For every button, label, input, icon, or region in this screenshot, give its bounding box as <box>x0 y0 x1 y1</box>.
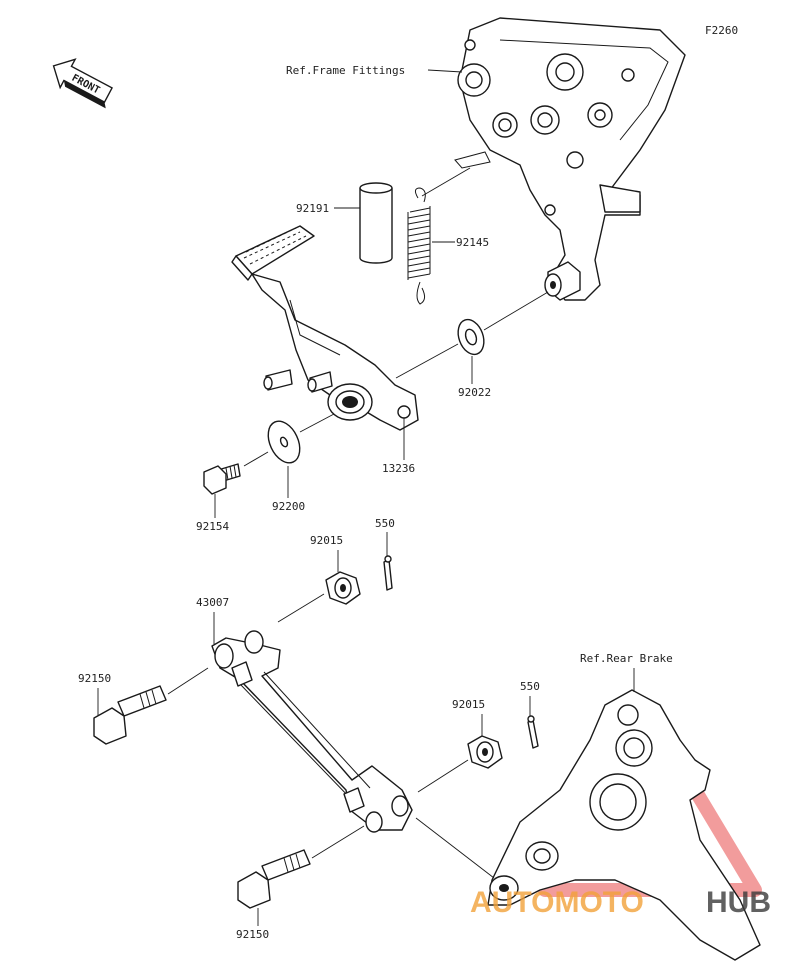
ref-frame-label: Ref.Frame Fittings <box>286 64 405 77</box>
part-92191-sleeve <box>359 182 393 264</box>
part-92015-nut-a <box>325 571 361 605</box>
diagram-code: F2260 <box>705 24 738 37</box>
part-550-cotter-pin-a <box>383 555 393 591</box>
label-43007: 43007 <box>196 596 229 609</box>
part-92015-nut-b <box>467 735 503 769</box>
rear-brake-assembly <box>487 689 761 961</box>
label-92150-b: 92150 <box>236 928 269 941</box>
label-550-a: 550 <box>375 517 395 530</box>
part-92150-bolt-b <box>237 849 311 909</box>
label-92015-b: 92015 <box>452 698 485 711</box>
part-92154-bolt <box>203 463 241 495</box>
watermark-logo: AUTOMOTO HUB <box>470 886 771 919</box>
label-92015-a: 92015 <box>310 534 343 547</box>
label-92200: 92200 <box>272 500 305 513</box>
label-92191: 92191 <box>296 202 329 215</box>
part-43007-tie-rod <box>211 630 413 833</box>
label-550-b: 550 <box>520 680 540 693</box>
label-92154: 92154 <box>196 520 229 533</box>
ref-rear-brake-label: Ref.Rear Brake <box>580 652 673 665</box>
label-92022: 92022 <box>458 386 491 399</box>
watermark-text-b: HUB <box>706 886 771 919</box>
front-arrow-icon: FRONT <box>52 58 113 109</box>
part-92022-washer <box>457 318 485 356</box>
part-13236-brake-pedal <box>231 225 419 431</box>
watermark-text-a: AUTOMOTO <box>470 886 644 919</box>
label-13236: 13236 <box>382 462 415 475</box>
part-92145-spring <box>407 187 431 305</box>
label-92150-a: 92150 <box>78 672 111 685</box>
frame-fittings <box>457 17 686 301</box>
label-92145: 92145 <box>456 236 489 249</box>
part-92150-bolt-a <box>93 685 167 745</box>
part-92200-washer <box>267 420 301 464</box>
part-550-cotter-pin-b <box>527 715 539 749</box>
